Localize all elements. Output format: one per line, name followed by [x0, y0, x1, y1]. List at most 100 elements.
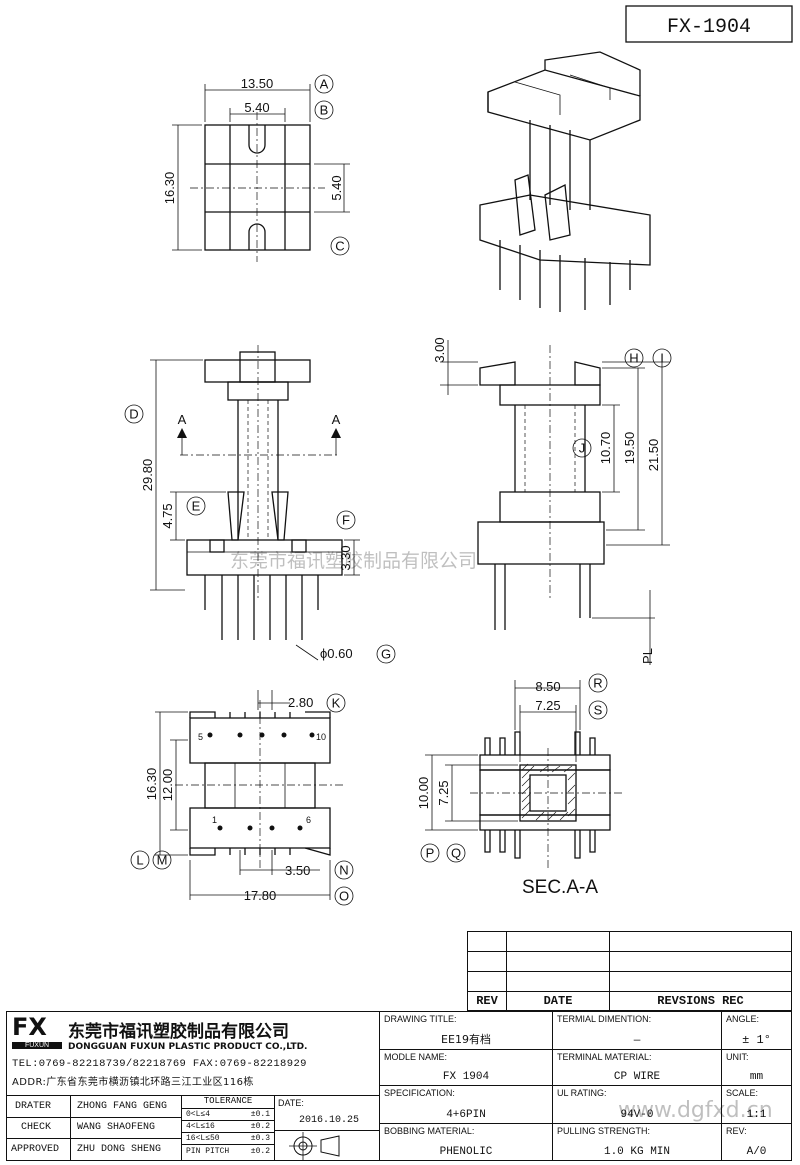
tol-r1-val: ±0.1: [250, 1110, 270, 1119]
dim-s: 7.25: [535, 698, 560, 713]
dim-l: 16.30: [144, 768, 159, 801]
svg-text:M: M: [157, 853, 168, 868]
unit-value: mm: [749, 1071, 764, 1083]
scale-value: 1:1: [746, 1109, 767, 1121]
tol-r1: 0<L≤4: [186, 1110, 211, 1119]
angle-label: ANGLE:: [726, 1014, 760, 1024]
svg-text:J: J: [579, 441, 586, 456]
bobbing-material-label: BOBBING MATERIAL:: [384, 1126, 475, 1136]
section-arrow-left: A: [178, 412, 187, 427]
dim-r: 8.50: [535, 679, 560, 694]
tol-r2-val: ±0.2: [250, 1122, 270, 1131]
pin-label-10: 10: [316, 732, 326, 742]
terminal-material: CP WIRE: [613, 1071, 661, 1083]
svg-text:P: P: [426, 846, 435, 861]
watermark-url: www.dgfxd.cn: [618, 1098, 773, 1123]
svg-text:B: B: [320, 103, 329, 118]
rev-label: REV:: [726, 1126, 747, 1136]
svg-text:H: H: [629, 351, 638, 366]
revision-table: REV DATE REVSIONS REC: [467, 931, 792, 1011]
isometric-view: [479, 51, 651, 312]
revisions-col-header: REVSIONS REC: [609, 991, 792, 1011]
dim-n: 3.50: [285, 863, 310, 878]
top-view: [172, 84, 350, 262]
svg-text:C: C: [335, 239, 344, 254]
model-name-label: MODLE NAME:: [384, 1052, 448, 1062]
company-logo: FX: [12, 1013, 47, 1041]
dim-a: 13.50: [241, 76, 274, 91]
drawing-title-label: DRAWING TITLE:: [384, 1014, 457, 1024]
pin-label-6: 6: [306, 815, 311, 825]
dim-f: 3.30: [338, 545, 353, 570]
section-view: [425, 680, 625, 870]
section-arrow-right: A: [332, 412, 341, 427]
drawing-date: 2016.10.25: [299, 1115, 360, 1126]
front-view: [150, 345, 360, 661]
specification: 4+6PIN: [446, 1109, 486, 1121]
svg-text:D: D: [129, 407, 138, 422]
dim-i: 21.50: [646, 439, 661, 472]
dim-d: 29.80: [140, 459, 155, 492]
ul-rating: 94V-0: [620, 1109, 654, 1121]
pin-label-5: 5: [198, 732, 203, 742]
section-title: SEC.A-A: [522, 877, 598, 898]
svg-text:I: I: [660, 351, 664, 366]
company-name-en: DONGGUAN FUXUN PLASTIC PRODUCT CO.,LTD.: [68, 1042, 308, 1052]
dim-e: 4.75: [160, 503, 175, 528]
terminal-dimension: —: [633, 1035, 641, 1047]
date-col-header: DATE: [506, 991, 610, 1011]
tol-r4: PIN PITCH: [186, 1147, 230, 1156]
tol-r3-val: ±0.3: [250, 1134, 270, 1143]
drawing-title: EE19有档: [441, 1033, 491, 1046]
company-name-cn: 东莞市福讯塑胶制品有限公司: [68, 1022, 289, 1042]
ul-rating-label: UL RATING:: [557, 1088, 607, 1098]
svg-text:E: E: [192, 499, 201, 514]
company-area: FX FUXUN 东莞市福讯塑胶制品有限公司 DONGGUAN FUXUN PL…: [6, 1011, 379, 1095]
date-label: DATE:: [278, 1098, 304, 1108]
svg-text:G: G: [381, 647, 391, 662]
svg-text:K: K: [332, 696, 341, 711]
svg-text:N: N: [339, 863, 348, 878]
pulling-strength: 1.0 KG MIN: [603, 1146, 670, 1158]
projection-symbol: [289, 1132, 340, 1160]
svg-text:S: S: [594, 703, 603, 718]
dim-o: 17.80: [244, 888, 277, 903]
terminal-material-label: TERMINAL MATERIAL:: [557, 1052, 652, 1062]
svg-text:O: O: [339, 889, 349, 904]
bobbing-material: PHENOLIC: [439, 1146, 493, 1158]
svg-text:A: A: [320, 77, 329, 92]
angle-value: ± 1°: [742, 1033, 771, 1047]
tol-r3: 16<L≤50: [186, 1134, 220, 1143]
dim-m: 12.00: [160, 769, 175, 802]
check-label: CHECK: [21, 1122, 52, 1133]
unit-label: UNIT:: [726, 1052, 749, 1062]
approved-name: ZHU DONG SHENG: [77, 1144, 162, 1155]
dim-b2: 5.40: [329, 175, 344, 200]
rev-value: A/0: [746, 1146, 767, 1158]
tol-r4-val: ±0.2: [250, 1147, 270, 1156]
part-number: FX-1904: [667, 16, 751, 39]
company-tel: TEL:0769-82218739/82218769 FAX:0769-8221…: [12, 1058, 307, 1070]
svg-text:Q: Q: [451, 846, 461, 861]
model-name: FX 1904: [442, 1071, 490, 1083]
dim-pl: PL: [640, 648, 655, 664]
watermark-text: 东莞市福讯塑胶制品有限公司: [230, 550, 478, 572]
svg-text:L: L: [136, 853, 143, 868]
dim-h: 3.00: [432, 337, 447, 362]
dim-j: 10.70: [598, 432, 613, 465]
dim-p: 10.00: [416, 777, 431, 810]
pin-label-1: 1: [212, 815, 217, 825]
company-address: ADDR:广东省东莞市横沥镇北环路三江工业区116栋: [12, 1077, 254, 1088]
svg-text:F: F: [342, 513, 350, 528]
dim-b: 5.40: [244, 100, 269, 115]
side-view: [440, 340, 670, 665]
tol-r2: 4<L≤16: [186, 1122, 215, 1131]
bottom-view: [155, 690, 345, 900]
part-number-box: [625, 5, 793, 43]
terminal-dimension-label: TERMIAL DIMENTION:: [557, 1014, 652, 1024]
svg-text:R: R: [593, 676, 602, 691]
pulling-strength-label: PULLING STRENGTH:: [557, 1126, 651, 1136]
rev-col-header: REV: [467, 991, 507, 1011]
dim-j2: 19.50: [622, 432, 637, 465]
